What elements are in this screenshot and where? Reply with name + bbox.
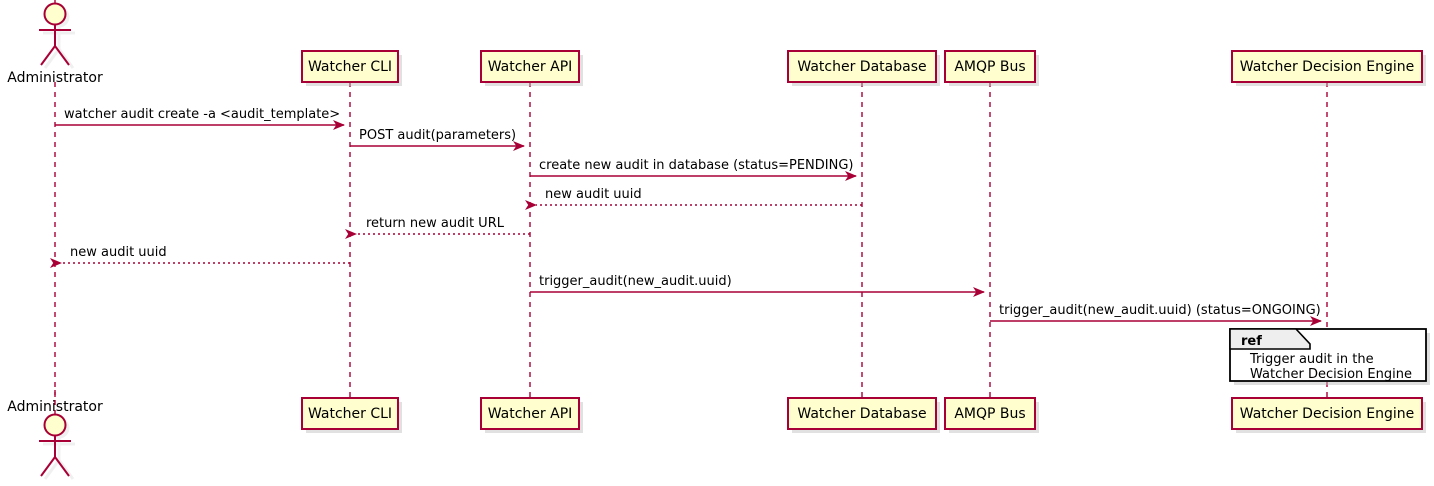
actor-label-administrator-bottom: Administrator	[7, 399, 103, 415]
participant-box	[301, 397, 399, 430]
ref-fragment[interactable]: ref Trigger audit in the Watcher Decisio…	[1229, 328, 1430, 385]
message-label: watcher audit create -a <audit_template>	[64, 107, 340, 122]
participant-label: Watcher CLI	[308, 406, 392, 422]
actor-leg-right-icon	[54, 45, 70, 66]
ref-body-line-2: Watcher Decision Engine	[1250, 367, 1412, 382]
message-label: trigger_audit(new_audit.uuid) (status=ON…	[999, 303, 1321, 318]
participant-label: AMQP Bus	[954, 406, 1025, 422]
participant-box	[1231, 397, 1423, 430]
actor-leg-right-icon	[54, 456, 70, 477]
participant-watcher-cli-top[interactable]: Watcher CLI	[301, 50, 402, 86]
participant-watcher-database-bottom[interactable]: Watcher Database	[787, 397, 940, 433]
message-label: new audit uuid	[70, 245, 167, 260]
participant-box	[1231, 50, 1423, 83]
participant-label: AMQP Bus	[954, 59, 1025, 75]
participant-box	[787, 50, 937, 83]
participant-watcher-api-bottom[interactable]: Watcher API	[480, 397, 583, 433]
participant-box	[787, 397, 937, 430]
participant-box	[301, 50, 399, 83]
ref-tab	[1229, 328, 1311, 350]
message-label: return new audit URL	[366, 216, 505, 231]
message-trigger-audit[interactable]: trigger_audit(new_audit.uuid)	[530, 274, 985, 297]
participant-watcher-cli-bottom[interactable]: Watcher CLI	[301, 397, 402, 433]
participant-label: Watcher API	[488, 406, 573, 422]
participant-boxes-bottom: Watcher CLI Watcher API Watcher Database…	[301, 397, 1426, 433]
participant-amqp-bus-top[interactable]: AMQP Bus	[944, 50, 1039, 86]
participant-label: Watcher Decision Engine	[1240, 406, 1414, 422]
participant-watcher-database-top[interactable]: Watcher Database	[787, 50, 940, 86]
ref-body-line-1: Trigger audit in the	[1249, 352, 1374, 367]
participant-box	[944, 50, 1036, 83]
participant-label: Watcher CLI	[308, 59, 392, 75]
message-trigger-audit-ongoing[interactable]: trigger_audit(new_audit.uuid) (status=ON…	[990, 303, 1322, 326]
participant-amqp-bus-bottom[interactable]: AMQP Bus	[944, 397, 1039, 433]
participant-box	[480, 50, 580, 83]
actor-administrator-top[interactable]: Administrator	[7, 2, 103, 87]
message-label: new audit uuid	[545, 187, 642, 202]
participant-label: Watcher Database	[797, 59, 926, 75]
message-label: trigger_audit(new_audit.uuid)	[539, 274, 732, 289]
actor-head-icon	[43, 2, 67, 26]
message-create-new-audit[interactable]: create new audit in database (status=PEN…	[530, 158, 857, 181]
actor-administrator-bottom[interactable]: Administrator	[7, 399, 103, 480]
message-return-new-audit-url[interactable]: return new audit URL	[345, 216, 530, 239]
participant-box	[944, 397, 1036, 430]
ref-tab-label: ref	[1241, 334, 1262, 349]
message-post-audit[interactable]: POST audit(parameters)	[350, 128, 525, 151]
participant-label: Watcher Database	[797, 406, 926, 422]
message-new-audit-uuid-db[interactable]: new audit uuid	[525, 187, 862, 210]
actor-leg-left-icon	[40, 456, 56, 477]
actor-label-administrator-top: Administrator	[7, 70, 103, 86]
message-new-audit-uuid-cli[interactable]: new audit uuid	[50, 245, 350, 268]
participant-watcher-decision-engine-top[interactable]: Watcher Decision Engine	[1231, 50, 1426, 86]
participant-watcher-api-top[interactable]: Watcher API	[480, 50, 583, 86]
message-label: POST audit(parameters)	[359, 128, 516, 143]
participant-label: Watcher API	[488, 59, 573, 75]
message-watcher-audit-create[interactable]: watcher audit create -a <audit_template>	[55, 107, 345, 130]
participant-watcher-decision-engine-bottom[interactable]: Watcher Decision Engine	[1231, 397, 1426, 433]
lifelines-group	[54, 0, 1328, 416]
actor-head-icon	[43, 413, 67, 437]
participant-boxes-top: Watcher CLI Watcher API Watcher Database…	[301, 50, 1426, 86]
participant-box	[480, 397, 580, 430]
message-label: create new audit in database (status=PEN…	[539, 158, 854, 173]
actor-leg-left-icon	[40, 45, 56, 66]
messages-group: watcher audit create -a <audit_template>…	[50, 107, 1322, 326]
participant-label: Watcher Decision Engine	[1240, 59, 1414, 75]
